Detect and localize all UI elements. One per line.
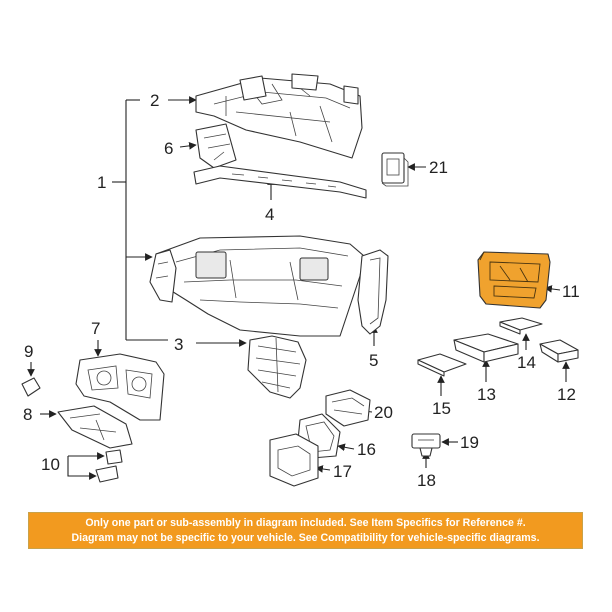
- part-6-bracket: [195, 123, 237, 169]
- leader-10a: [67, 456, 97, 480]
- part-4-defroster: [193, 165, 367, 199]
- part-18-pin: [419, 447, 433, 457]
- callout-20: 20: [374, 403, 393, 422]
- notice-banner: Only one part or sub-assembly in diagram…: [28, 512, 583, 549]
- callout-8: 8: [23, 405, 32, 424]
- callout-17: 17: [333, 462, 352, 481]
- part-20-bin: [325, 389, 371, 427]
- part-10-pieces: [95, 449, 123, 483]
- callout-14: 14: [517, 353, 536, 372]
- callout-10: 10: [41, 455, 60, 474]
- part-8-cover: [57, 405, 133, 449]
- callout-3: 3: [174, 335, 183, 354]
- part-2-upper-duct: [195, 73, 363, 159]
- part-3-support: [247, 335, 307, 399]
- leader-6: [179, 142, 197, 150]
- callout-19: 19: [460, 433, 479, 452]
- part-13-bin: [453, 333, 519, 363]
- part-12-bin: [539, 339, 579, 363]
- part-1-instrument-panel: [149, 235, 365, 337]
- part-5-endcap: [357, 249, 389, 335]
- part-17-door: [269, 433, 319, 487]
- callout-5: 5: [369, 351, 378, 370]
- callout-2: 2: [150, 91, 159, 110]
- part-21-bracket: [381, 152, 409, 187]
- callout-21: 21: [429, 158, 448, 177]
- callout-6: 6: [164, 139, 173, 158]
- notice-line-1: Only one part or sub-assembly in diagram…: [85, 516, 526, 529]
- part-15-pad: [417, 353, 467, 377]
- callout-16: 16: [357, 440, 376, 459]
- part-11-highlighted: [477, 251, 551, 309]
- callout-13: 13: [477, 385, 496, 404]
- callout-18: 18: [417, 471, 436, 490]
- callout-11: 11: [562, 282, 580, 301]
- callout-7: 7: [91, 319, 100, 338]
- part-7-cluster-bezel: [75, 353, 165, 421]
- callout-9: 9: [24, 342, 33, 361]
- part-9-clip: [21, 377, 41, 397]
- callout-1: 1: [97, 173, 106, 192]
- callout-12: 12: [557, 385, 576, 404]
- part-14-tray: [499, 317, 543, 335]
- callout-15: 15: [432, 399, 451, 418]
- callout-4: 4: [265, 205, 274, 224]
- notice-line-2: Diagram may not be specific to your vehi…: [71, 531, 540, 544]
- part-19-latch: [411, 433, 441, 449]
- callout-labels: 1 2 3 4 5 6 7 8 9 10 11 12 13 14 15 16 1…: [23, 91, 580, 490]
- leader-16: [337, 443, 355, 452]
